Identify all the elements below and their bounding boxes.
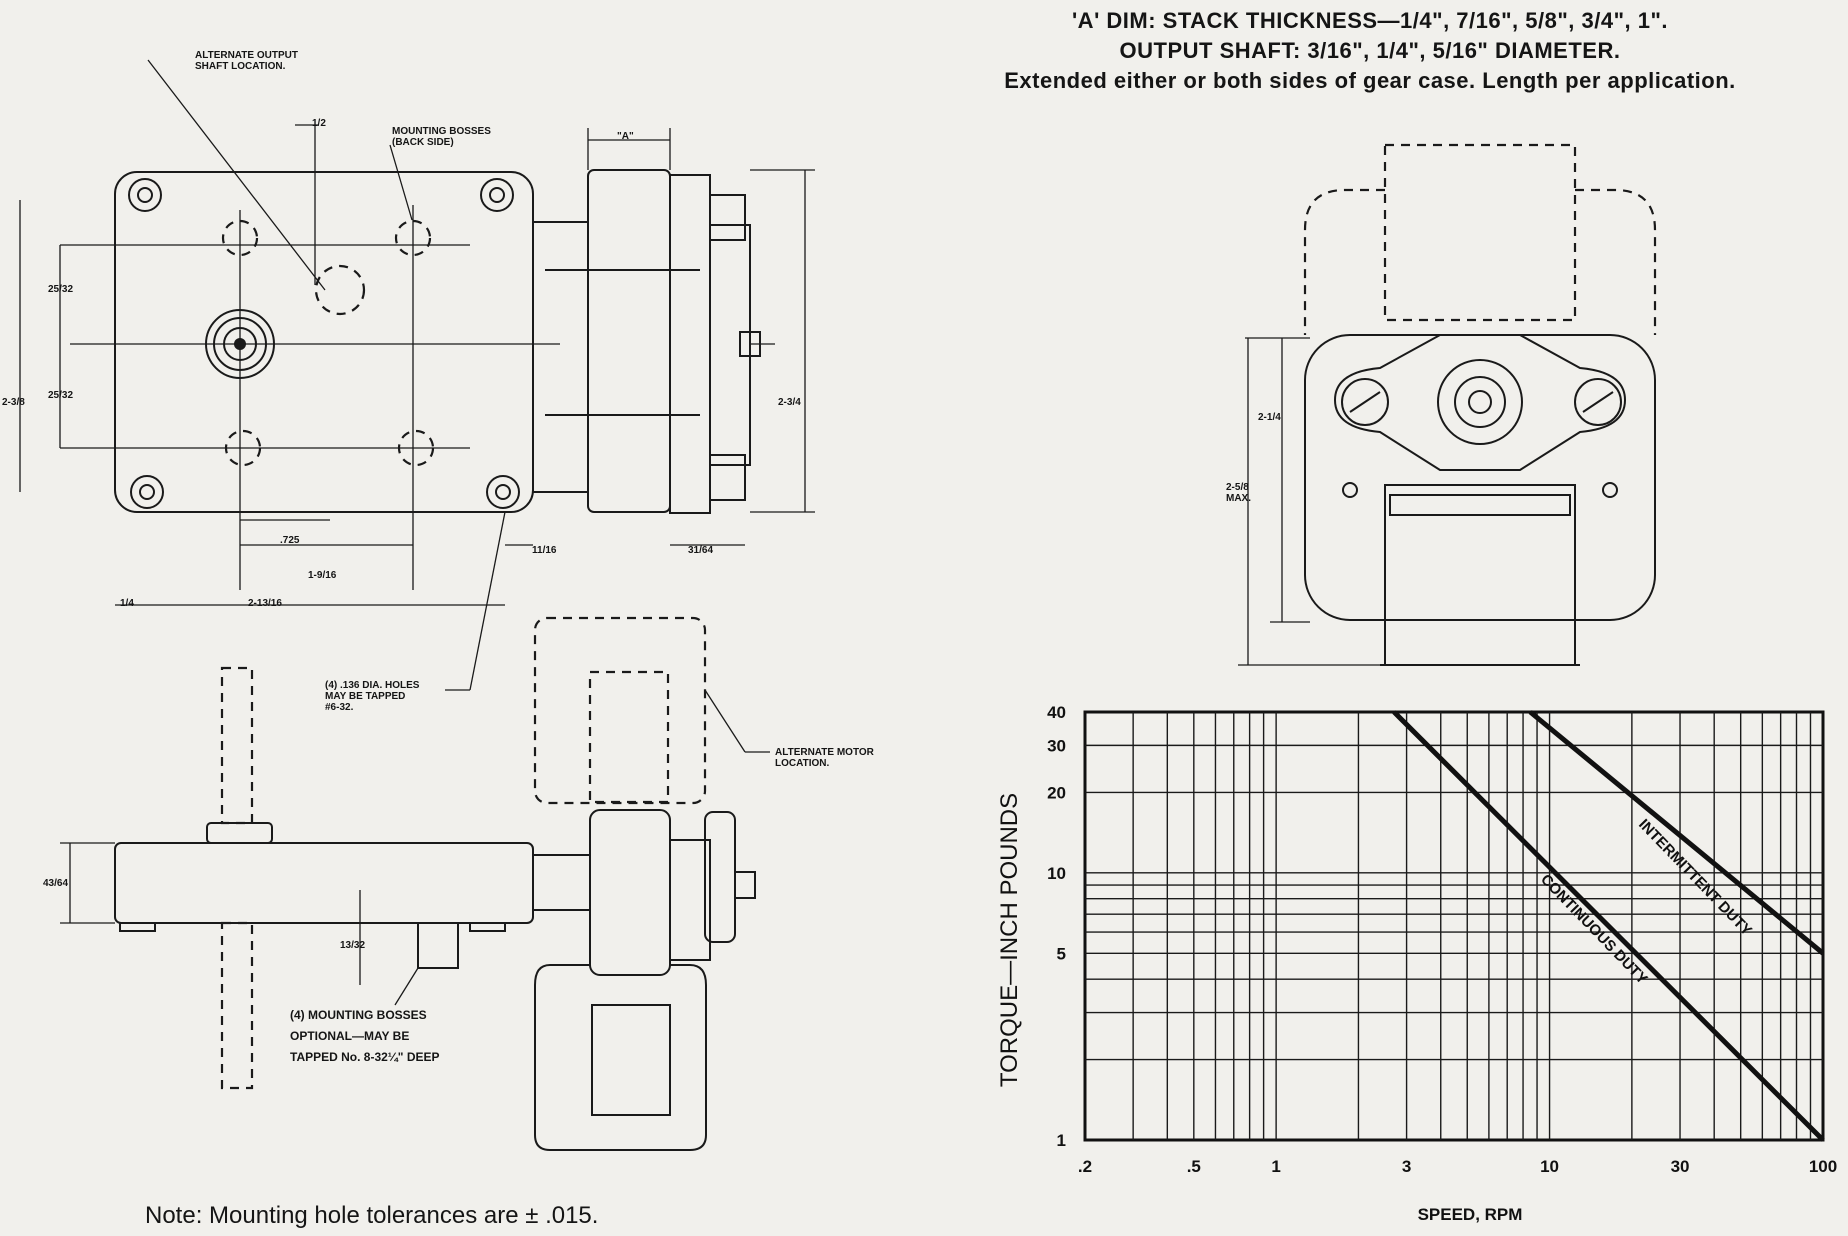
header-line-stack-thickness: 'A' DIM: STACK THICKNESS—1/4", 7/16", 5/… <box>1071 8 1669 33</box>
callout-bosses-optional: (4) MOUNTING BOSSES OPTIONAL—MAY BE TAPP… <box>290 1008 440 1064</box>
dim-2-1-4: 2-1/4 <box>1258 412 1281 423</box>
dim-1-4: 1/4 <box>120 598 134 609</box>
dim-31-64: 31/64 <box>688 545 714 556</box>
callout-alt-motor: ALTERNATE MOTOR LOCATION. <box>775 747 874 769</box>
x-tick-label: 10 <box>1540 1157 1559 1176</box>
dim-25-32-top: 25/32 <box>48 284 74 295</box>
dim-2-3-4: 2-3/4 <box>778 397 801 408</box>
motor-side-view <box>19 128 815 691</box>
chart-grid <box>1085 712 1823 1140</box>
dim-a: "A" <box>617 131 634 142</box>
x-tick-label: 100 <box>1809 1157 1837 1176</box>
chart-x-ticks: .2 .5 1 3 10 30 100 <box>1078 1157 1837 1176</box>
header-line-extended: Extended either or both sides of gear ca… <box>1004 68 1736 93</box>
dim-725: .725 <box>280 535 300 546</box>
x-tick-label: 3 <box>1402 1157 1411 1176</box>
dim-half: 1/2 <box>312 118 326 129</box>
series-line-intermittent <box>1528 710 1825 956</box>
y-tick-label: 1 <box>1057 1131 1066 1150</box>
gear-case-side-view <box>60 616 770 1151</box>
dim-1-9-16: 1-9/16 <box>308 570 337 581</box>
y-tick-label: 5 <box>1057 944 1066 963</box>
header-line-output-shaft: OUTPUT SHAFT: 3/16", 1/4", 5/16" DIAMETE… <box>1119 38 1621 63</box>
dim-2-3-8: 2-3/8 <box>2 397 25 408</box>
x-tick-label: .2 <box>1078 1157 1092 1176</box>
tolerance-note: Note: Mounting hole tolerances are ± .01… <box>145 1202 599 1229</box>
series-label-continuous: CONTINUOUS DUTY <box>1537 871 1651 988</box>
y-tick-label: 30 <box>1047 736 1066 755</box>
chart-series <box>1392 710 1825 1142</box>
chart-y-label: TORQUE—INCH POUNDS <box>996 793 1023 1087</box>
chart-x-label: SPEED, RPM <box>1418 1205 1523 1224</box>
y-tick-label: 10 <box>1047 864 1066 883</box>
dim-2-13-16: 2-13/16 <box>248 598 282 609</box>
x-tick-label: 1 <box>1271 1157 1280 1176</box>
x-tick-label: 30 <box>1671 1157 1690 1176</box>
callout-mounting-bosses-back: MOUNTING BOSSES (BACK SIDE) <box>392 126 491 148</box>
y-tick-label: 40 <box>1047 703 1066 722</box>
chart-y-ticks: 1 5 10 20 30 40 <box>1047 703 1066 1150</box>
callout-alt-output-shaft: ALTERNATE OUTPUT SHAFT LOCATION. <box>195 50 298 72</box>
series-line-continuous <box>1392 710 1825 1142</box>
dim-13-32: 13/32 <box>340 940 366 951</box>
y-tick-label: 20 <box>1047 783 1066 802</box>
dim-25-32-bottom: 25/32 <box>48 390 74 401</box>
dim-43-64: 43/64 <box>43 878 69 889</box>
series-label-intermittent: INTERMITTENT DUTY <box>1635 816 1755 939</box>
dim-2-5-8-max: 2-5/8 MAX. <box>1226 482 1251 504</box>
callout-holes: (4) .136 DIA. HOLES MAY BE TAPPED #6-32. <box>325 680 420 713</box>
x-tick-label: .5 <box>1187 1157 1201 1176</box>
front-view <box>60 59 560 590</box>
chart-frame <box>1083 710 1825 1142</box>
dim-11-16: 11/16 <box>532 545 557 556</box>
end-view <box>1238 143 1657 666</box>
